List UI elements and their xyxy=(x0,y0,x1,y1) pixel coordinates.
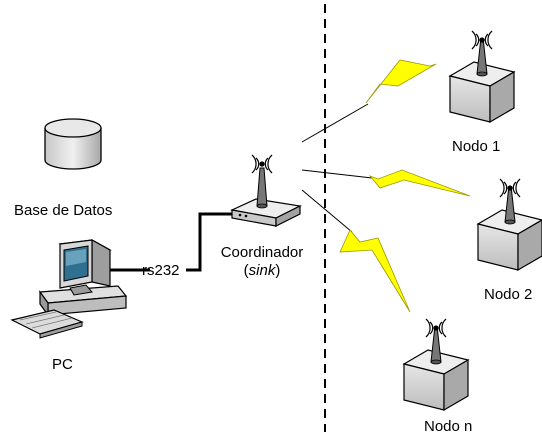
noden-label: Nodo n xyxy=(424,418,473,435)
node1-label: Nodo 1 xyxy=(452,138,501,155)
pc-icon xyxy=(10,238,128,339)
coordinator-label: Coordinador(sink) xyxy=(220,244,304,279)
database-label: Base de Datos xyxy=(14,202,113,219)
rs232-label: rs232 xyxy=(142,262,180,279)
wireless-link-noden xyxy=(301,189,411,313)
database-icon xyxy=(44,118,102,170)
wireless-node-n xyxy=(403,318,469,411)
lightning-icon xyxy=(365,59,437,104)
wireless-link-node1 xyxy=(301,59,437,143)
lightning-icon xyxy=(368,169,471,197)
pc-label: PC xyxy=(52,356,73,373)
wireless-node-2 xyxy=(477,178,542,271)
coordinator-name: Coordinador xyxy=(220,244,304,261)
lightning-icon xyxy=(339,229,411,313)
coordinator-router-icon xyxy=(230,154,302,227)
wireless-node-1 xyxy=(449,30,515,123)
coordinator-sink: sink xyxy=(248,262,276,279)
wireless-link-node2 xyxy=(301,169,471,197)
node2-label: Nodo 2 xyxy=(484,286,533,303)
rs232-cable-right xyxy=(186,212,234,272)
